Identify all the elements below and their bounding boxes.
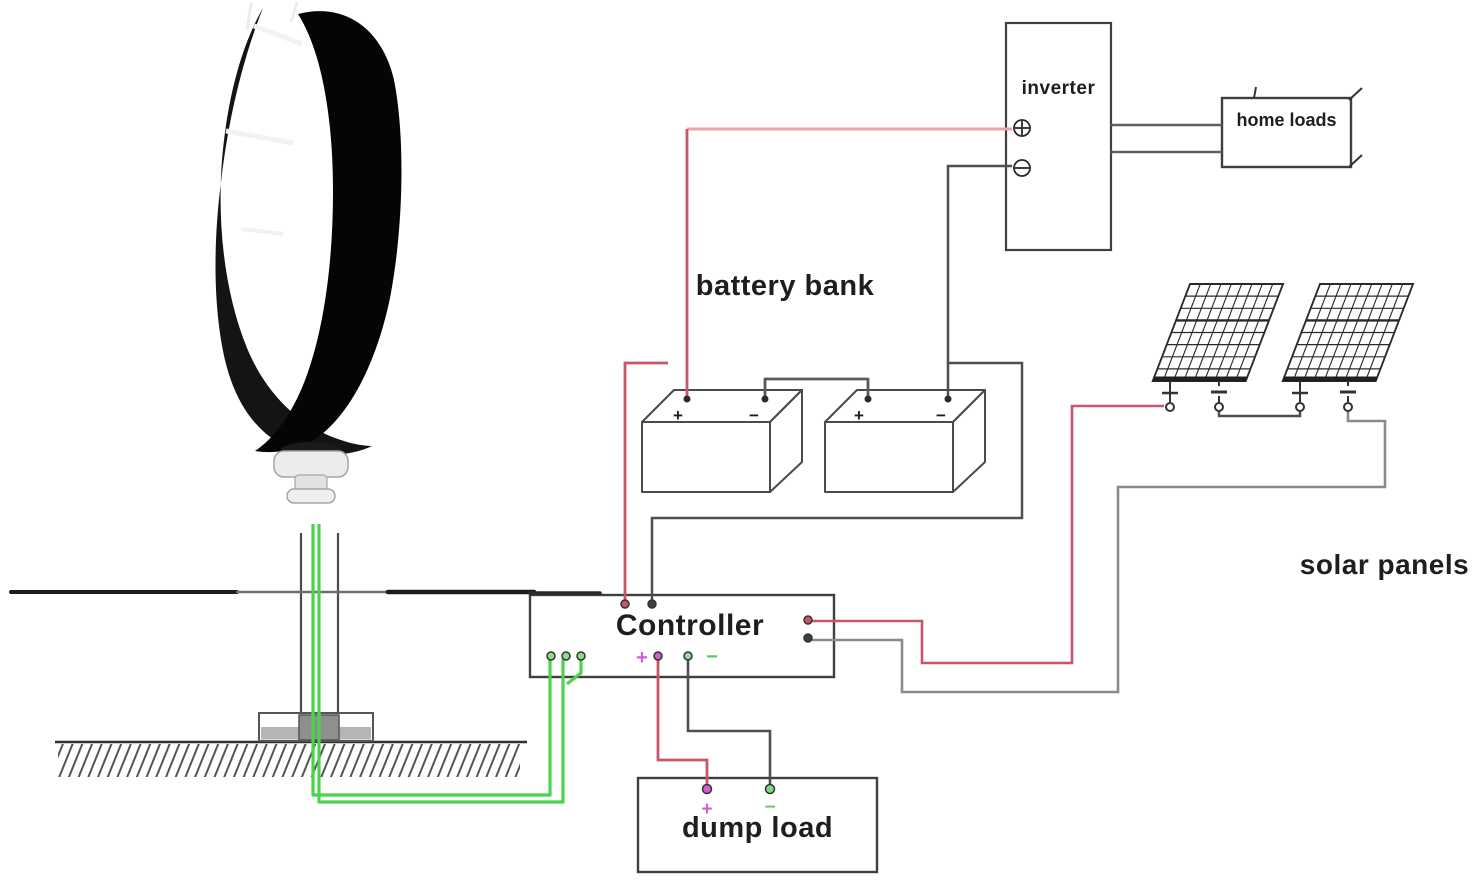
solar-panel-array (1151, 283, 1415, 402)
wire-battery-series-link (763, 377, 870, 396)
inverter-minus-terminal-icon (1013, 159, 1031, 177)
wire-solar-plus-to-controller (812, 404, 1164, 665)
solar2-plus-post (1295, 402, 1305, 412)
turbine-strut-top (253, 23, 303, 47)
battery-bank-label: battery bank (695, 270, 875, 302)
minus-terminal-icon (1211, 381, 1227, 402)
solar-panel-1 (1151, 283, 1285, 382)
controller-battery-plus-terminal (620, 599, 630, 609)
solar1-plus-post (1165, 402, 1175, 412)
wires (311, 123, 1387, 804)
turbine-strut-middle (225, 128, 294, 146)
controller-wind-terminal-3 (576, 651, 586, 661)
controller-battery-minus-terminal (647, 599, 657, 609)
battery-2 (824, 389, 986, 493)
controller-solar-plus-terminal (803, 615, 813, 625)
controller-solar-minus-terminal (803, 633, 813, 643)
controller-label: Controller (615, 609, 765, 642)
turbine-top-support (245, 2, 253, 31)
solar1-minus-post (1214, 402, 1224, 412)
controller-dump-minus-symbol: − (706, 646, 718, 668)
dump-minus-symbol: − (764, 797, 775, 818)
wire-battery-plus-to-controller (623, 361, 668, 600)
battery1-plus-post (683, 395, 691, 403)
turbine-base (258, 712, 374, 742)
home-loads-label: home loads (1236, 110, 1337, 130)
battery1-minus-post (761, 395, 769, 403)
turbine-strut-lower (240, 227, 284, 236)
dump-minus-terminal (764, 783, 776, 795)
ground-hatch (58, 744, 520, 777)
dump-plus-symbol: + (701, 799, 712, 820)
controller-dump-minus-terminal (683, 651, 693, 661)
inverter-label: inverter (1021, 78, 1096, 99)
solar-terminals (1162, 381, 1356, 402)
sketch-corner-mark (1348, 154, 1363, 168)
solar2-minus-post (1343, 402, 1353, 412)
solar-panel-2 (1281, 283, 1415, 382)
battery2-minus-symbol: − (936, 406, 946, 425)
turbine-generator (273, 442, 349, 504)
minus-terminal-icon (1340, 381, 1356, 402)
battery2-minus-post (944, 395, 952, 403)
dump-plus-terminal (701, 783, 713, 795)
battery2-plus-post (864, 395, 872, 403)
inverter-plus-terminal-icon (1013, 119, 1031, 137)
horizon-line (9, 589, 602, 595)
battery2-plus-symbol: + (854, 406, 864, 425)
plus-terminal-icon (1292, 381, 1308, 402)
controller-dump-plus-symbol: + (636, 647, 648, 669)
turbine-top-support-2 (289, 1, 299, 23)
dump-load-label: dump load (681, 812, 834, 844)
wire-controller-to-dump-minus (686, 659, 772, 786)
sketch-tick-mark (1253, 86, 1257, 99)
wind-wire-phase-2 (317, 524, 565, 804)
wind-turbine (215, 1, 402, 742)
controller-dump-plus-terminal (653, 651, 663, 661)
controller-wind-terminal-2 (561, 651, 571, 661)
wire-solar-series-link (1217, 411, 1302, 418)
sketch-corner-mark (1348, 87, 1363, 101)
inverter-box (1004, 21, 1113, 252)
solar-cell-grid (1287, 284, 1409, 381)
ground (55, 740, 527, 777)
wire-inverter-minus-to-battery (946, 164, 1012, 396)
terminals (546, 395, 1353, 795)
wind-wire-phase-3 (566, 659, 583, 686)
polarity-symbols: + − + − + − + − (636, 406, 946, 820)
dump-load-box (636, 776, 879, 874)
battery1-minus-symbol: − (749, 406, 759, 425)
solar-cell-grid (1157, 284, 1279, 381)
wire-battery-minus-to-controller (650, 361, 1024, 600)
plus-terminal-icon (1162, 381, 1178, 402)
wire-solar-minus-to-controller (812, 411, 1387, 694)
turbine-blade-right (255, 11, 402, 453)
battery1-plus-symbol: + (673, 406, 683, 425)
wire-wind-to-controller (311, 524, 583, 804)
turbine-blades (215, 1, 402, 455)
battery-1 (641, 389, 803, 493)
controller-wind-terminal-1 (546, 651, 556, 661)
battery-bank (641, 389, 986, 493)
wind-wire-phase-1 (311, 524, 552, 797)
wire-controller-to-dump-plus (656, 659, 709, 786)
home-loads-box (1220, 86, 1363, 169)
solar-panels-label: solar panels (1299, 549, 1470, 580)
